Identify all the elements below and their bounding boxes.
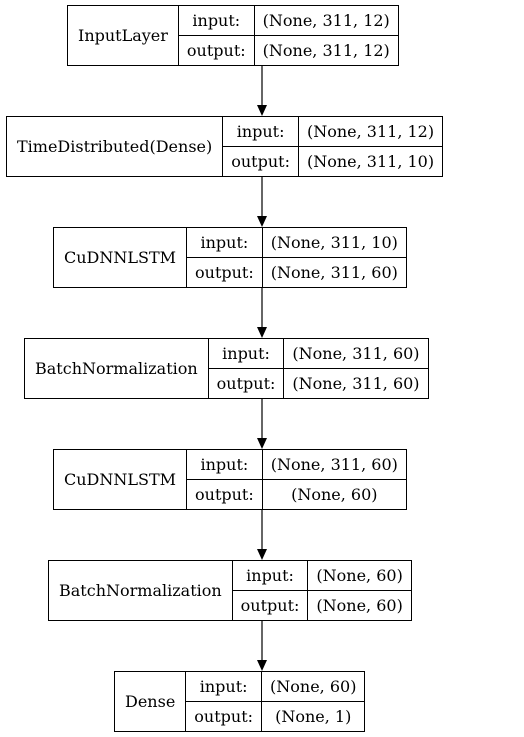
input-shape: (None, 311, 12) [253, 5, 399, 36]
output-label: output: [186, 479, 263, 510]
edge-arrowhead [257, 438, 267, 449]
output-label: output: [186, 257, 263, 288]
input-shape: (None, 311, 12) [297, 116, 444, 147]
input-shape: (None, 311, 60) [261, 449, 407, 480]
output-shape: (None, 60) [307, 590, 412, 621]
layer-node-input-layer: InputLayer input: (None, 311, 12) output… [67, 5, 399, 66]
input-label: input: [186, 227, 263, 258]
output-label: output: [207, 368, 285, 399]
output-label: output: [222, 146, 299, 177]
layer-node-time-distributed-dense: TimeDistributed(Dense) input: (None, 311… [5, 116, 444, 177]
output-shape: (None, 311, 10) [297, 146, 444, 177]
output-shape: (None, 311, 60) [283, 368, 429, 399]
input-label: input: [185, 671, 263, 702]
edge-arrowhead [257, 549, 267, 560]
input-label: input: [186, 449, 263, 480]
layer-node-batch-normalization-1: BatchNormalization input: (None, 311, 60… [24, 338, 429, 399]
layer-node-batch-normalization-2: BatchNormalization input: (None, 60) out… [48, 560, 412, 621]
layer-name: TimeDistributed(Dense) [5, 116, 224, 177]
input-label: input: [207, 338, 285, 369]
layer-name: BatchNormalization [24, 338, 209, 399]
edge-arrowhead [257, 660, 267, 671]
layer-node-cudnnlstm-1: CuDNNLSTM input: (None, 311, 10) output:… [52, 227, 407, 288]
output-shape: (None, 60) [261, 479, 407, 510]
layer-node-cudnnlstm-2: CuDNNLSTM input: (None, 311, 60) output:… [52, 449, 407, 510]
edge-arrowhead [257, 105, 267, 116]
layer-node-dense: Dense input: (None, 60) output: (None, 1… [113, 671, 366, 732]
output-label: output: [185, 701, 263, 732]
layer-name: CuDNNLSTM [52, 449, 188, 510]
edge-arrowhead [257, 216, 267, 227]
input-label: input: [177, 5, 255, 36]
output-shape: (None, 311, 12) [253, 35, 399, 66]
layer-name: Dense [113, 671, 187, 732]
output-shape: (None, 311, 60) [261, 257, 407, 288]
input-shape: (None, 311, 60) [283, 338, 429, 369]
output-label: output: [177, 35, 255, 66]
layer-name: BatchNormalization [48, 560, 233, 621]
layer-name: CuDNNLSTM [52, 227, 188, 288]
output-shape: (None, 1) [261, 701, 366, 732]
input-label: input: [222, 116, 299, 147]
input-shape: (None, 60) [261, 671, 366, 702]
input-shape: (None, 311, 10) [261, 227, 407, 258]
edge-arrowhead [257, 327, 267, 338]
output-label: output: [231, 590, 309, 621]
input-label: input: [231, 560, 309, 591]
input-shape: (None, 60) [307, 560, 412, 591]
layer-name: InputLayer [67, 5, 179, 66]
